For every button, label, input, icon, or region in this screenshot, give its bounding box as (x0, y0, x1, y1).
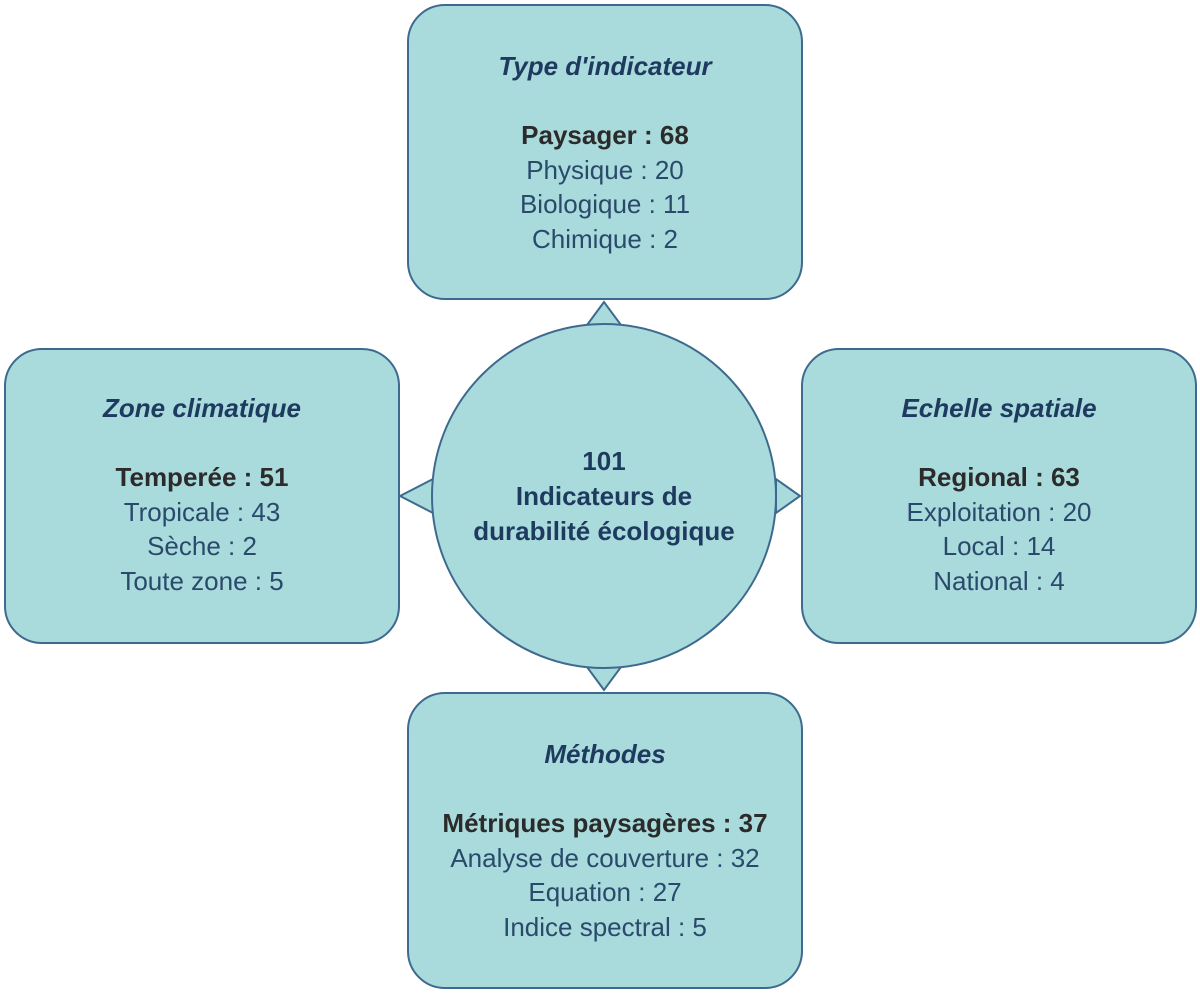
node-item: Local : 14 (942, 531, 1056, 561)
node-item: Physique : 20 (526, 154, 684, 185)
node-item: Indice spectral : 5 (503, 911, 707, 942)
arrowhead-to-bottom (585, 666, 623, 692)
node-title: Echelle spatiale (901, 393, 1097, 423)
arrowhead-to-right (775, 477, 802, 515)
center-node: 101 Indicateurs de durabilité écologique (431, 323, 777, 669)
node-major-item: Paysager : 68 (521, 120, 689, 150)
node-zone-climatique: Zone climatique Temperée : 51 Tropicale … (4, 348, 400, 644)
node-item: Equation : 27 (528, 877, 682, 907)
node-item: Tropicale : 43 (123, 496, 281, 527)
node-echelle-spatiale: Echelle spatiale Regional : 63 Exploitat… (801, 348, 1197, 644)
node-item: Chimique : 2 (532, 223, 678, 254)
node-major-item: Métriques paysagères : 37 (442, 808, 768, 838)
node-major-item: Regional : 63 (918, 462, 1080, 492)
node-major-item: Temperée : 51 (115, 462, 289, 492)
node-item: Toute zone : 5 (120, 565, 284, 596)
node-item: National : 4 (933, 565, 1065, 596)
node-item: Biologique : 11 (519, 189, 691, 219)
node-item: Sèche : 2 (147, 531, 257, 561)
node-type-indicateur: Type d'indicateur Paysager : 68 Physique… (407, 4, 803, 300)
node-title: Zone climatique (103, 393, 301, 423)
node-item: Analyse de couverture : 32 (450, 842, 760, 873)
center-label-line2: durabilité écologique (473, 515, 735, 546)
node-title: Méthodes (544, 739, 666, 769)
arrowhead-to-left (397, 477, 434, 515)
node-title: Type d'indicateur (498, 51, 712, 81)
arrowhead-to-top (585, 300, 623, 326)
center-count: 101 (582, 445, 626, 476)
node-methodes: Méthodes Métriques paysagères : 37 Analy… (407, 692, 803, 989)
node-item: Exploitation : 20 (906, 496, 1092, 527)
center-label-line1: Indicateurs de (515, 480, 693, 511)
